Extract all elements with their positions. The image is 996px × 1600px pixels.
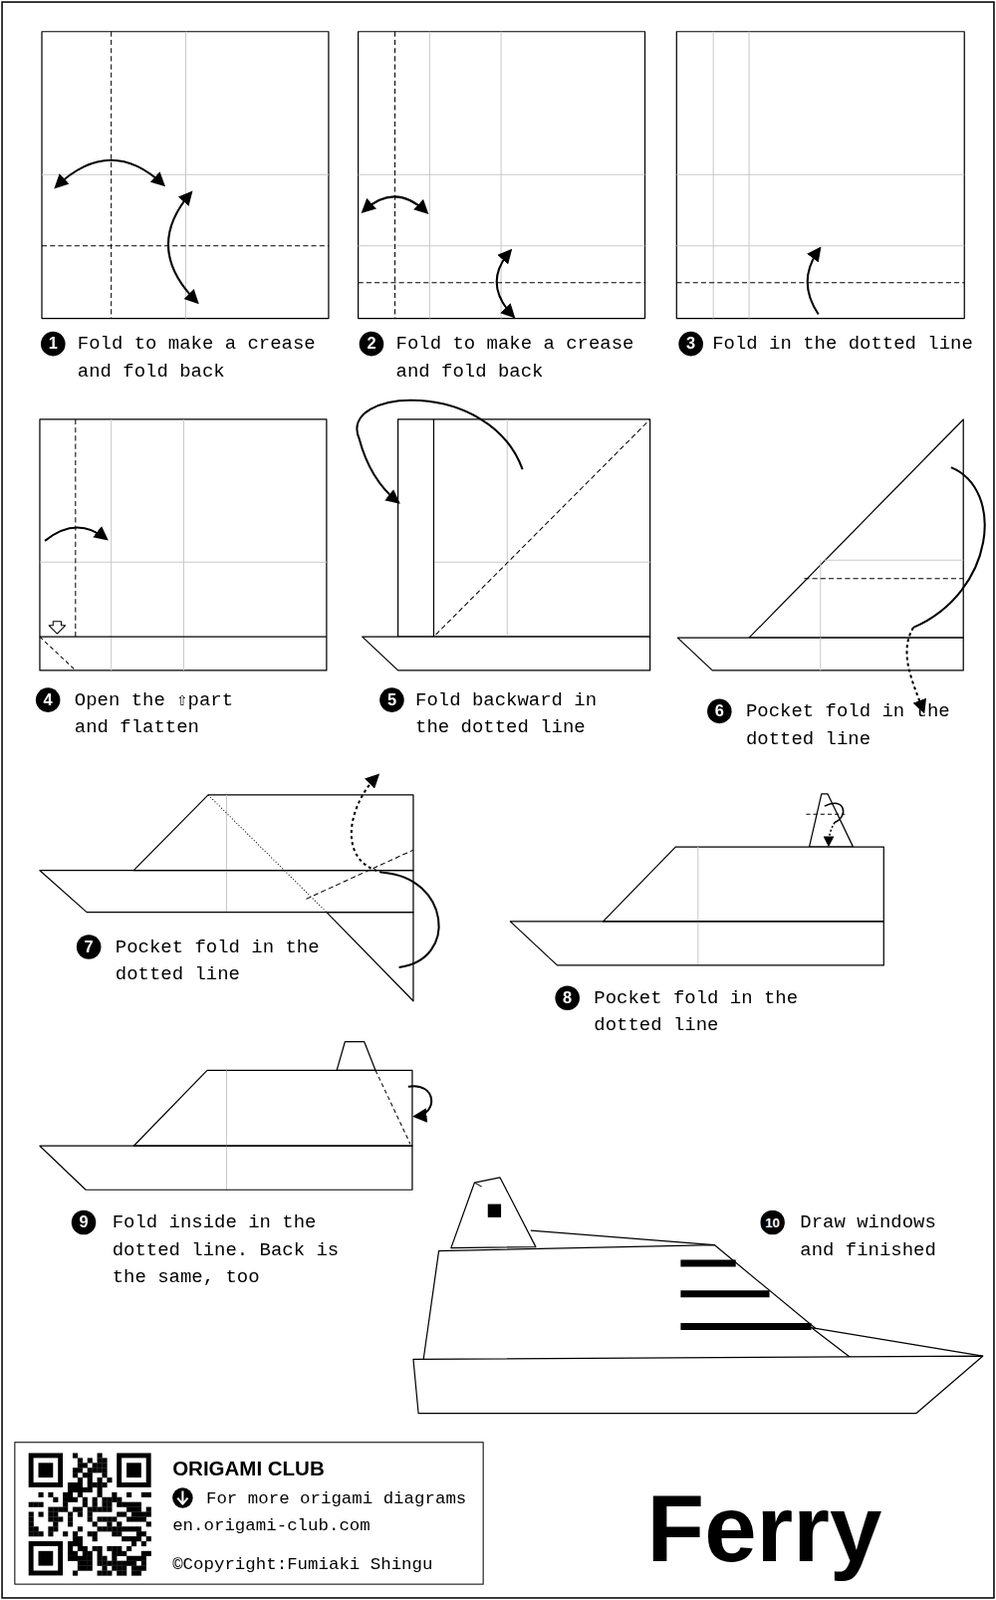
step-instruction: Pocket fold in the dotted line [115, 933, 335, 989]
step-7-figure [39, 774, 440, 1000]
step-instruction: Pocket fold in the dotted line [746, 698, 966, 753]
link-text: For more origami diagrams [206, 1488, 467, 1508]
step-6-figure [677, 419, 985, 712]
step-2-figure [358, 31, 646, 319]
copyright: ©Copyright:Fumiaki Shingu [172, 1554, 433, 1575]
step-instruction: Pocket fold in the dotted line [593, 984, 813, 1039]
step-1-figure [41, 31, 329, 319]
step-instruction: Fold to make a crease and fold back [77, 330, 345, 386]
finished-ferry [413, 1177, 984, 1414]
step-9-figure [39, 1041, 432, 1191]
footer-box: ORIGAMI CLUB For more origami diagrams en.… [13, 1441, 484, 1584]
website-url: en.origami-club.com [172, 1515, 371, 1536]
club-name: ORIGAMI CLUB [172, 1457, 325, 1481]
callout-number: 6 [707, 699, 733, 725]
callout-number: 5 [379, 687, 405, 713]
step-instruction: Fold inside in the dotted line. Back is … [112, 1209, 373, 1292]
callout-number: 2 [359, 331, 385, 357]
step-instruction: Fold in the dotted line [712, 330, 996, 359]
step-instruction: Open the ⇧part and flatten [74, 686, 258, 742]
step-5-figure [356, 400, 650, 671]
callout-number: 4 [35, 687, 61, 713]
qr-code [28, 1453, 152, 1576]
step-instruction: Fold backward in the dotted line [415, 686, 635, 742]
callout-number: 10 [759, 1210, 785, 1236]
callout-number: 3 [678, 331, 704, 357]
step-instruction: Draw windows and finished [799, 1209, 964, 1264]
step-4-figure [39, 419, 327, 671]
step-instruction: Fold to make a crease and fold back [396, 330, 664, 386]
down-arrow-icon [172, 1487, 193, 1507]
step-3-figure [676, 31, 965, 319]
callout-number: 1 [40, 331, 66, 357]
callout-number: 9 [71, 1210, 97, 1236]
callout-number: 8 [554, 985, 580, 1010]
title: Ferry [647, 1481, 883, 1575]
step-8-figure [509, 793, 884, 966]
callout-number: 7 [76, 934, 102, 960]
